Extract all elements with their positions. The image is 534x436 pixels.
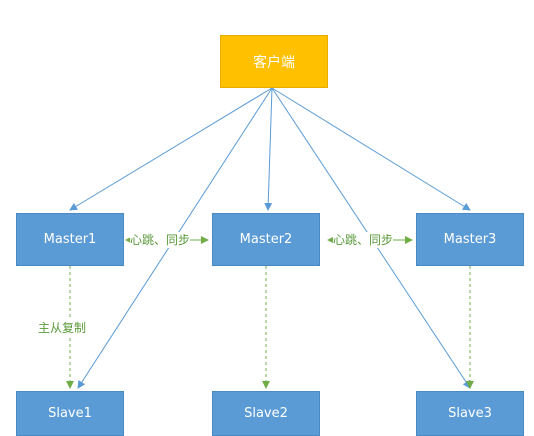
master1-node: Master1	[16, 213, 124, 266]
master2-node: Master2	[212, 213, 320, 266]
edge-client-master3	[271, 87, 471, 211]
slave3-node: Slave3	[416, 391, 524, 436]
heartbeat-sync-label-1: 心跳、同步	[130, 232, 191, 248]
client-node: 客户端	[220, 35, 328, 88]
master-slave-replication-label: 主从复制	[38, 320, 87, 336]
slave2-node: Slave2	[212, 391, 320, 436]
slave1-node: Slave1	[16, 391, 124, 436]
edge-client-master1	[69, 87, 273, 211]
master3-node: Master3	[416, 213, 524, 266]
edge-client-master2	[264, 87, 273, 211]
heartbeat-sync-label-2: 心跳、同步	[333, 232, 394, 248]
